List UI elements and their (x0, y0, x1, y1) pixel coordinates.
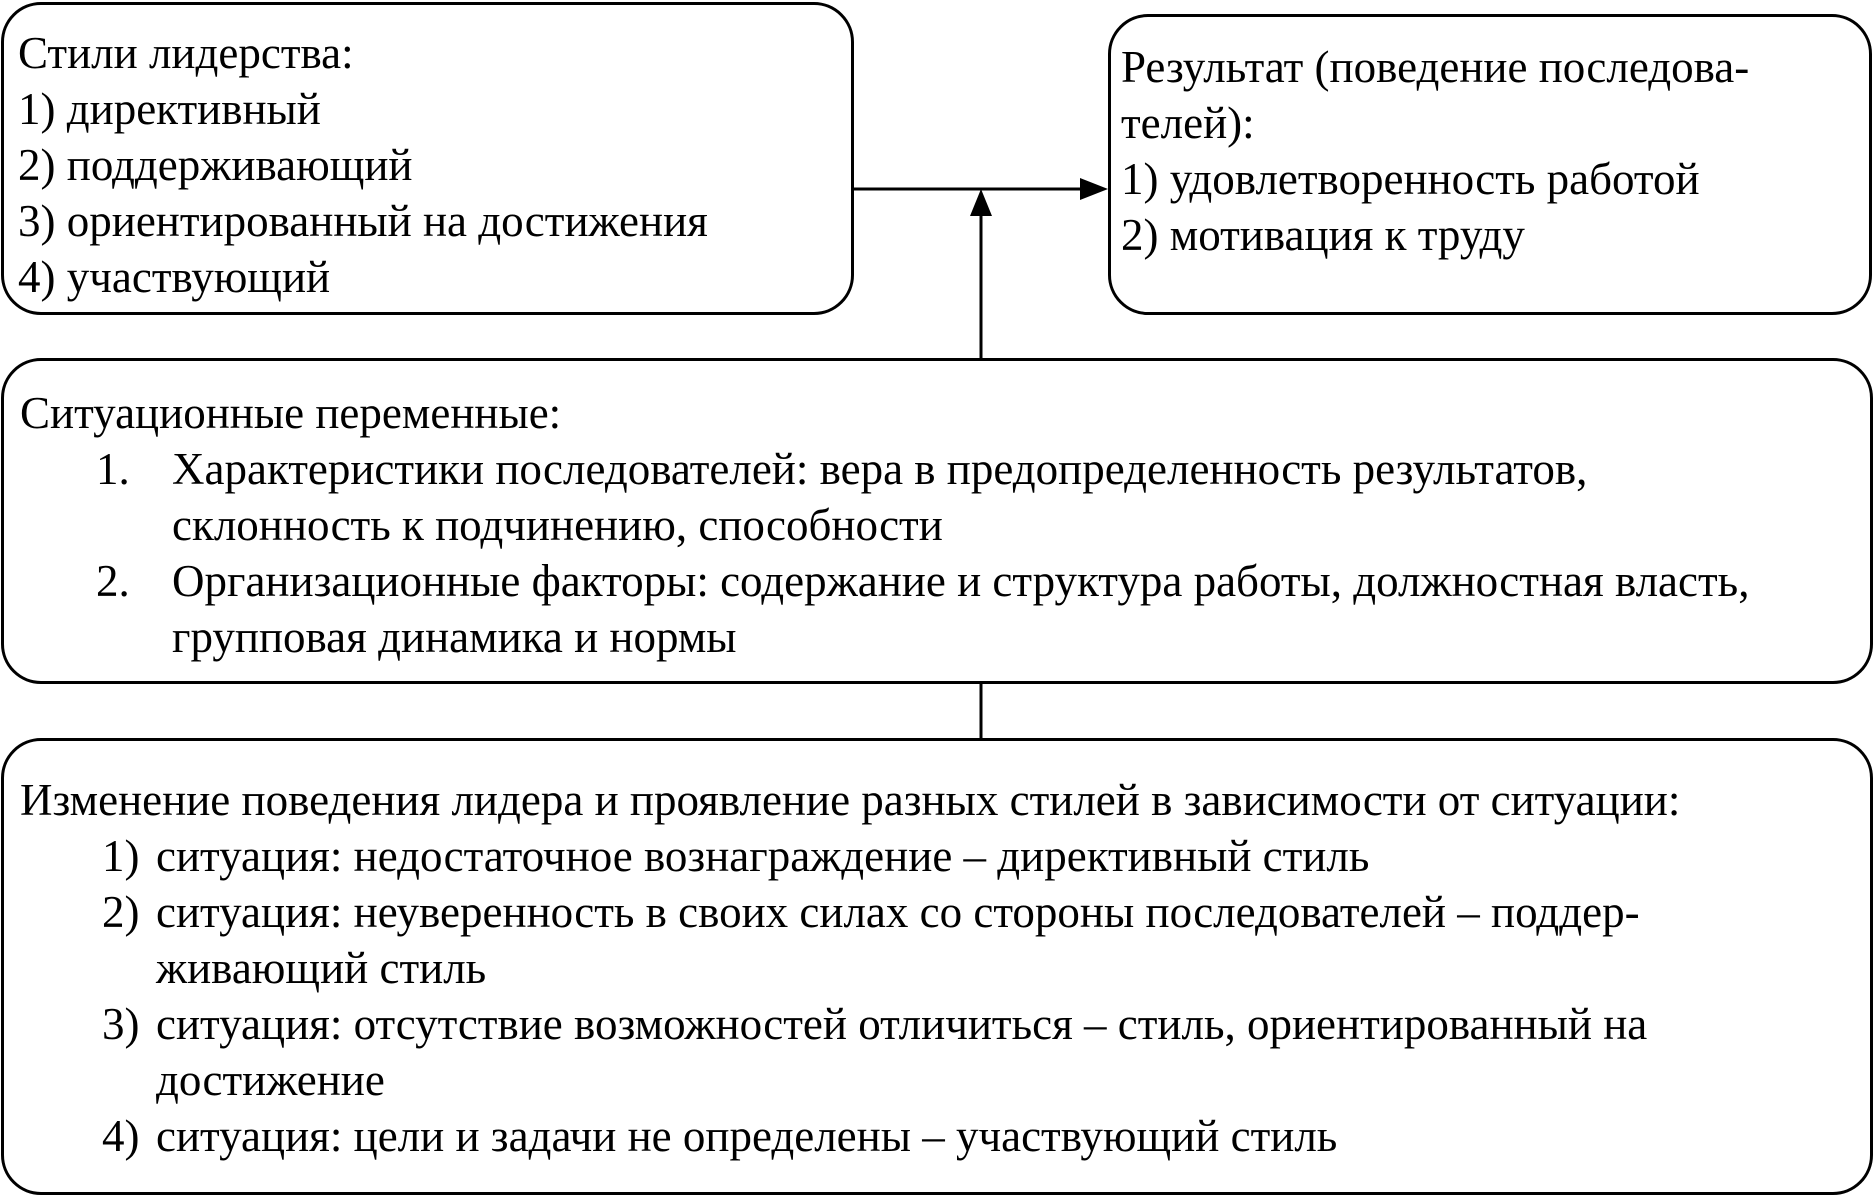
list-item-text: Характеристики последователей: вера в пр… (172, 444, 1588, 550)
result-item: 2) мотивация к труду (1121, 210, 1525, 260)
list-item: 2. Организационные факторы: содержание и… (20, 553, 1792, 665)
leadership-style-item: 4) участвующий (18, 252, 331, 302)
list-item-text: ситуация: недостаточное вознаграждение –… (156, 831, 1370, 881)
list-item: 4) ситуация: цели и задачи не определены… (20, 1108, 1856, 1164)
result-title-line2: телей): (1121, 98, 1255, 148)
list-item-text: ситуация: отсутствие возможностей отличи… (156, 999, 1648, 1105)
list-item: 1. Характеристики последователей: вера в… (20, 441, 1772, 553)
situational-arrowhead (970, 189, 992, 216)
list-item-text: Организационные факторы: содержание и ст… (172, 556, 1750, 662)
result-title-line1: Результат (поведение последова- (1121, 42, 1750, 92)
list-item: 1) ситуация: недостаточное вознаграждени… (20, 828, 1856, 884)
situational-variables-box: Ситуационные переменные: 1. Характеристи… (1, 358, 1873, 684)
list-item-number: 2) (102, 887, 140, 937)
leader-behavior-change-title: Изменение поведения лидера и проявление … (20, 775, 1681, 825)
list-item-number: 1) (102, 831, 140, 881)
leadership-style-item: 3) ориентированный на достижения (18, 196, 708, 246)
leadership-style-item: 2) поддерживающий (18, 140, 413, 190)
list-item-number: 4) (102, 1111, 140, 1161)
result-item: 1) удовлетворенность работой (1121, 154, 1700, 204)
list-item: 2) ситуация: неуверенность в своих силах… (20, 884, 1796, 996)
list-item-text: ситуация: цели и задачи не определены – … (156, 1111, 1338, 1161)
leader-behavior-change-box: Изменение поведения лидера и проявление … (1, 738, 1873, 1195)
leadership-styles-box: Стили лидерства: 1) директивный 2) подде… (1, 2, 854, 315)
list-item-number: 1. (96, 444, 130, 494)
leadership-style-item: 1) директивный (18, 84, 321, 134)
list-item-number: 2. (96, 556, 130, 606)
list-item-number: 3) (102, 999, 140, 1049)
list-item: 3) ситуация: отсутствие возможностей отл… (20, 996, 1836, 1108)
situation-style-list: 1) ситуация: недостаточное вознаграждени… (20, 828, 1870, 1164)
leadership-styles-title: Стили лидерства: (18, 28, 354, 78)
result-arrowhead (1080, 178, 1108, 200)
list-item-text: ситуация: неуверенность в своих силах со… (156, 887, 1640, 993)
situational-variables-title: Ситуационные переменные: (20, 388, 562, 438)
result-box: Результат (поведение последова- телей): … (1108, 14, 1872, 315)
situational-variables-list: 1. Характеристики последователей: вера в… (20, 441, 1870, 665)
